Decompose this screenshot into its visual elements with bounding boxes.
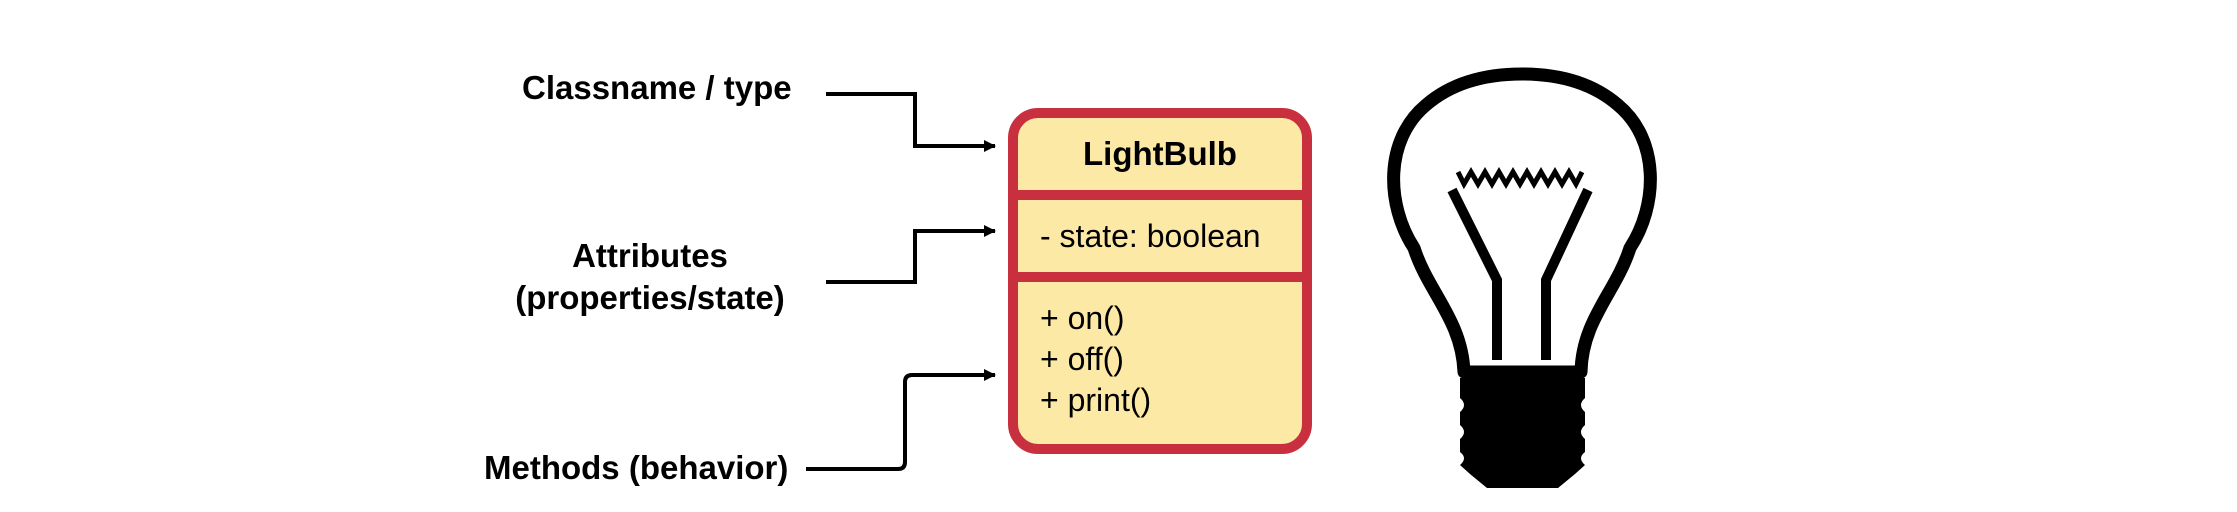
methods-label: Methods (behavior) [484,449,789,486]
attributes-label-line1: Attributes [572,237,728,274]
class-name: LightBulb [1083,135,1237,172]
class-divider-top [1018,190,1302,200]
method-item: + off() [1040,341,1124,377]
uml-class-box: LightBulb - state: boolean + on() + off(… [1008,108,1312,454]
method-item: + on() [1040,300,1125,336]
attributes-label: Attributes (properties/state) [500,235,800,319]
attributes-label-line2: (properties/state) [515,279,785,316]
method-item: + print() [1040,382,1152,418]
attribute-item: - state: boolean [1040,217,1261,254]
methods-arrow [806,369,996,471]
attributes-arrow [826,225,996,284]
attributes-section: - state: boolean [1018,200,1302,272]
classname-label: Classname / type [522,69,792,106]
lightbulb-icon [1387,67,1657,488]
class-divider-bottom [1018,272,1302,282]
classname-arrow [826,92,996,152]
methods-section: + on() + off() + print() [1018,282,1302,421]
